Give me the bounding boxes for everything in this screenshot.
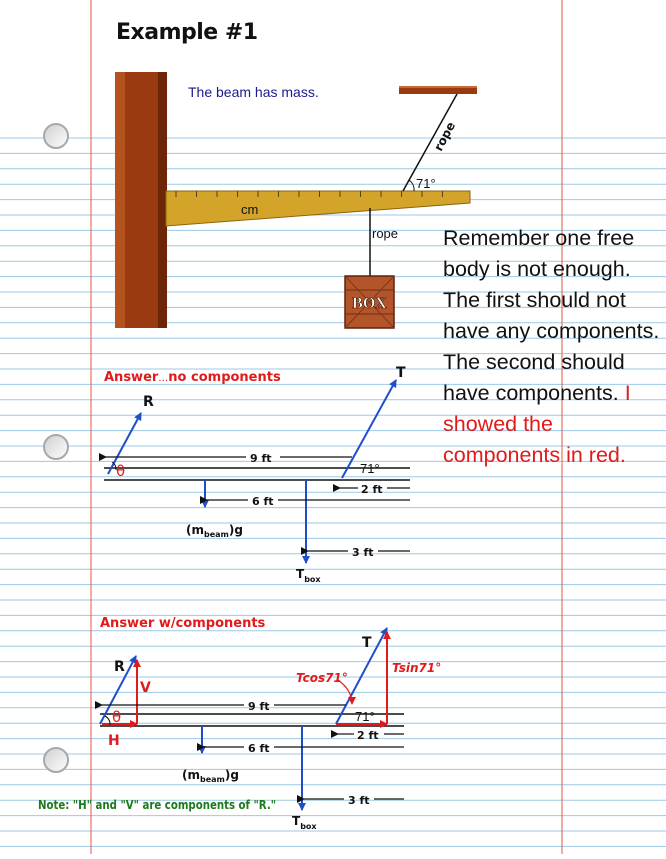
beam: [165, 190, 471, 227]
punch-hole-middle: [43, 434, 69, 460]
rope-diagonal: [402, 93, 458, 192]
punch-hole-top: [43, 123, 69, 149]
a2-label-weight: (mbeam)g: [182, 768, 239, 784]
a2-label-2ft: 2 ft: [357, 729, 379, 742]
wall-post: [115, 72, 167, 328]
a2-arrow-R: [99, 655, 137, 725]
answer2-heading: Answer w/components: [100, 616, 266, 631]
beam-mass-note: The beam has mass.: [188, 84, 319, 100]
a2-tcos-pointer: [337, 679, 356, 705]
side-note: Remember one free body is not enough. Th…: [443, 223, 665, 471]
a2-label-tbox: Tbox: [292, 814, 317, 831]
a2-label-R: R: [114, 659, 125, 675]
a2-arrow-T: [335, 627, 388, 725]
box-label: BOX: [352, 295, 387, 312]
a2-label-H: H: [108, 733, 120, 749]
a1-label-3ft: 3 ft: [352, 546, 374, 559]
page-title: Example #1: [116, 20, 258, 45]
footnote: Note: "H" and "V" are components of "R.": [38, 797, 276, 812]
a2-theta-arc: [104, 715, 111, 726]
answer1-heading: Answer…no components: [104, 370, 281, 385]
a1-label-theta: θ: [116, 462, 125, 480]
a1-arrow-T: [341, 379, 397, 479]
a1-label-2ft: 2 ft: [361, 483, 383, 496]
ceiling-bar: [399, 86, 477, 94]
box-crate: [344, 275, 395, 329]
rope-label-vertical: rope: [372, 226, 398, 241]
a2-label-V: V: [140, 680, 151, 696]
a2-label-6ft: 6 ft: [248, 742, 270, 755]
a1-label-T: T: [396, 365, 406, 381]
a1-label-angle: 71°: [360, 461, 380, 476]
a2-label-theta: θ: [112, 708, 121, 726]
a1-label-tbox: Tbox: [296, 567, 321, 584]
ruled-lines: [0, 137, 666, 847]
a2-label-tcos: Tcos71°: [296, 671, 348, 685]
a2-label-tsin: Tsin71°: [392, 661, 441, 675]
cm-label: cm: [241, 202, 258, 217]
angle-label: 71°: [416, 176, 436, 191]
a2-label-3ft: 3 ft: [348, 794, 370, 807]
a1-arrow-R: [107, 412, 142, 475]
a2-label-T: T: [362, 635, 372, 651]
a2-label-9ft: 9 ft: [248, 700, 270, 713]
punch-hole-bottom: [43, 747, 69, 773]
a1-label-9ft: 9 ft: [250, 452, 272, 465]
a1-label-R: R: [143, 394, 154, 410]
a1-label-weight: (mbeam)g: [186, 523, 243, 539]
angle-arc: [408, 179, 415, 192]
a1-theta-arc: [111, 461, 117, 471]
rope-label-diagonal: rope: [431, 120, 458, 154]
side-note-red-text: I showed the components in red.: [443, 381, 631, 467]
a2-label-angle: 71°: [355, 709, 375, 724]
side-note-text: Remember one free body is not enough. Th…: [443, 226, 660, 405]
a1-label-6ft: 6 ft: [252, 495, 274, 508]
